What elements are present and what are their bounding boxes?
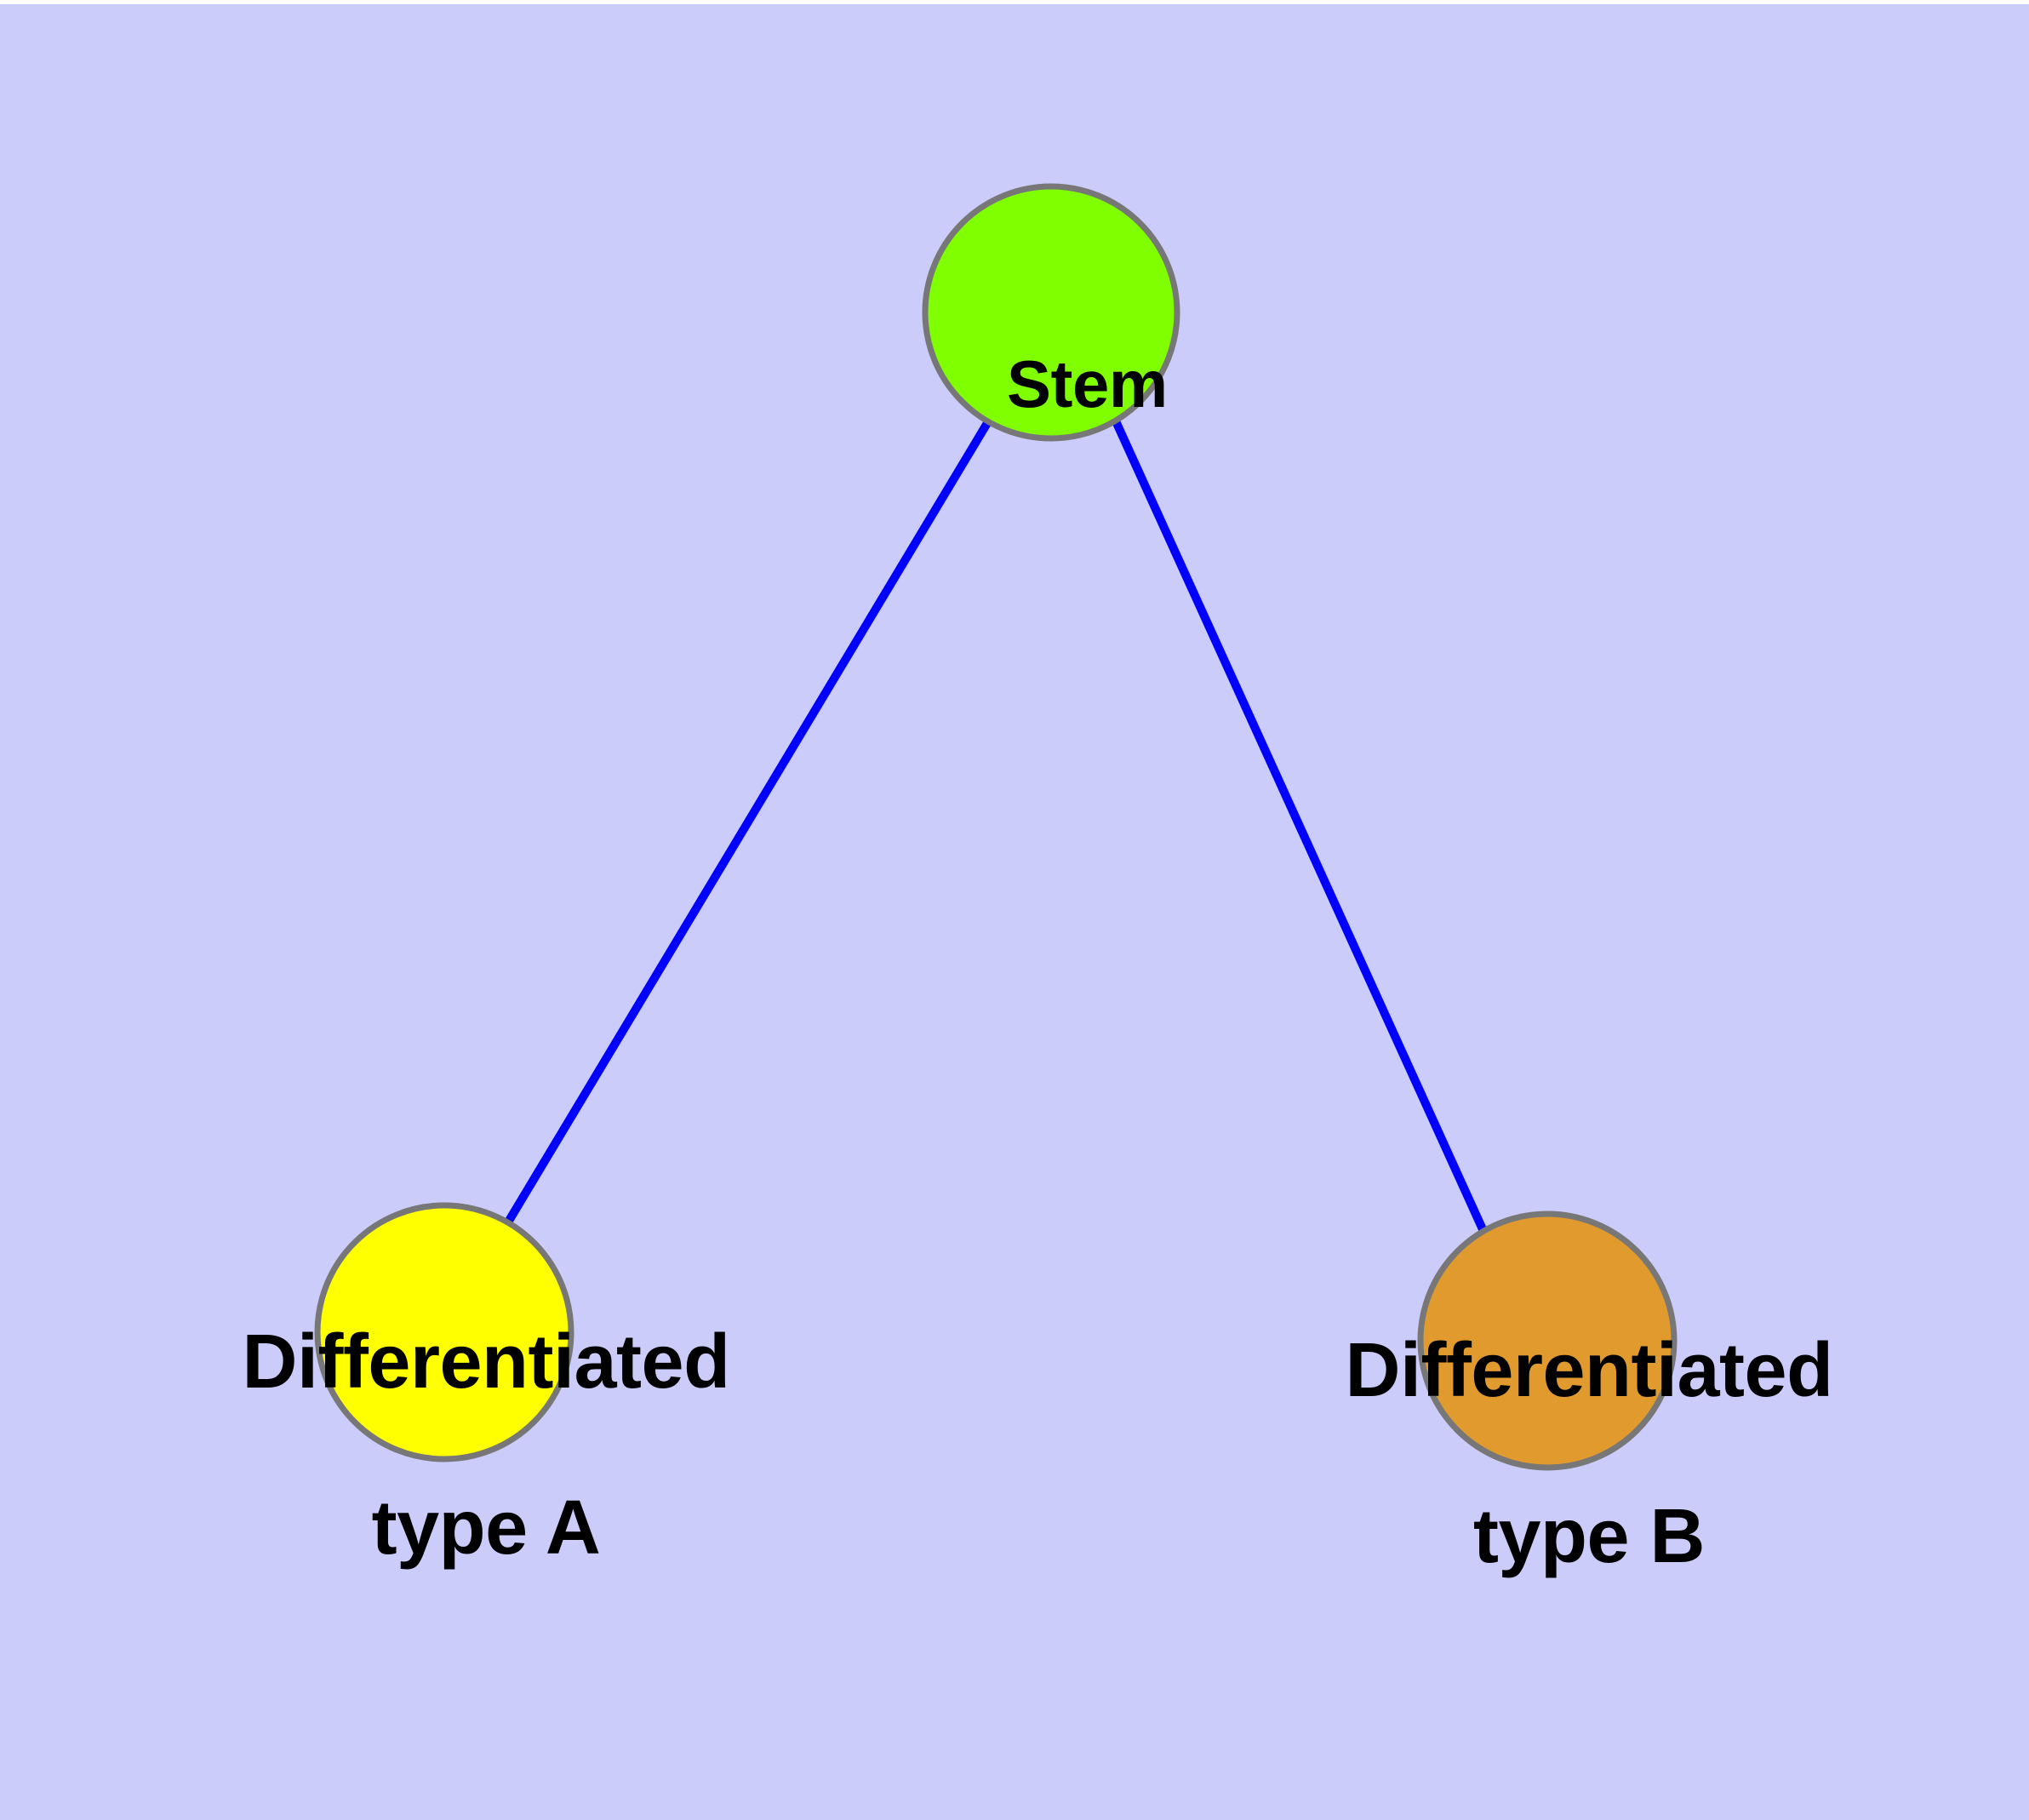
edge-stem-to-type-a xyxy=(505,419,992,1225)
node-layer xyxy=(314,183,1677,1471)
node-stem[interactable] xyxy=(922,183,1180,442)
edge-layer xyxy=(505,419,1487,1233)
node-differentiated-type-b[interactable] xyxy=(1417,1210,1677,1471)
node-differentiated-type-a[interactable] xyxy=(314,1202,574,1462)
edge-stem-to-type-b xyxy=(1112,419,1487,1233)
